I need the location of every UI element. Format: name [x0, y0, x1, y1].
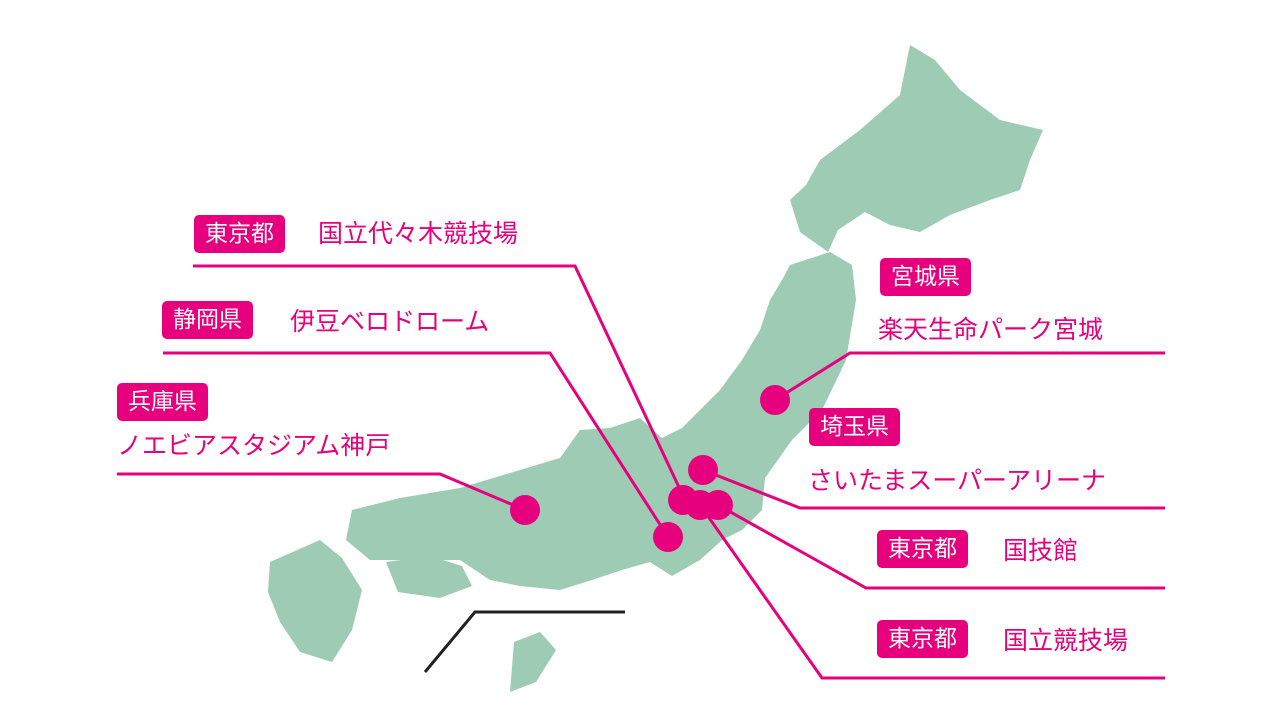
prefecture-tag: 東京都 [194, 215, 285, 253]
prefecture-tag: 東京都 [877, 530, 968, 568]
venue-label: 伊豆ベロドローム [290, 307, 490, 336]
prefecture-tag: 兵庫県 [117, 383, 208, 421]
leader-line-miyagi [774, 351, 1165, 402]
marker-saitama [688, 455, 718, 485]
prefecture-tag: 埼玉県 [809, 408, 900, 446]
marker-kobe [510, 495, 540, 525]
marker-kokugikan [703, 490, 733, 520]
okinawa [510, 632, 556, 692]
venue-label: 国立代々木競技場 [318, 219, 519, 248]
hokkaido [790, 45, 1043, 252]
venue-label: 国技館 [1003, 536, 1079, 565]
land [268, 45, 1043, 692]
prefecture-tag: 東京都 [877, 620, 968, 658]
prefecture-tag: 静岡県 [162, 301, 253, 339]
venue-label: 国立競技場 [1003, 626, 1129, 655]
shikoku [386, 556, 472, 598]
venue-label: さいたまスーパーアリーナ [808, 466, 1107, 495]
leader-line-kobe [117, 472, 526, 512]
leader-line-kokugikan [717, 503, 1165, 590]
venue-markers [510, 385, 790, 552]
divider-line [423, 610, 625, 673]
leader-line-national [698, 504, 1165, 680]
marker-miyagi [760, 385, 790, 415]
prefecture-tag: 宮城県 [880, 258, 971, 296]
marker-izu [653, 522, 683, 552]
kyushu [268, 540, 362, 662]
leader-lines [117, 264, 1165, 680]
leader-line-saitama [702, 468, 1165, 510]
leader-line-izu [163, 351, 670, 538]
venue-label: 楽天生命パーク宮城 [878, 315, 1104, 344]
leader-line-yoyogi [193, 264, 687, 501]
venue-label: ノエビアスタジアム神戸 [117, 431, 391, 460]
